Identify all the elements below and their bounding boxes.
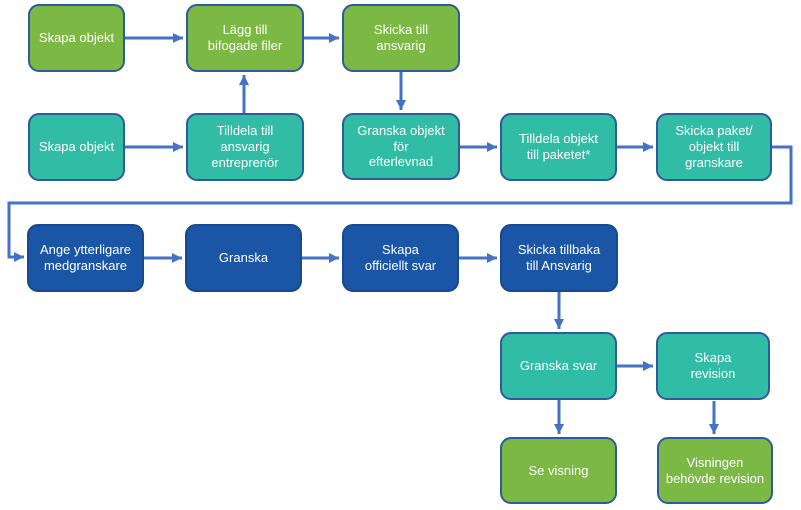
node-tilldela-till-ansvarig-entreprenor: Tilldela till ansvarig entreprenör — [186, 113, 304, 181]
node-granska: Granska — [185, 224, 302, 292]
node-skicka-tillbaka-till-ansvarig: Skicka tillbaka till Ansvarig — [500, 224, 618, 292]
node-skapa-objekt-1: Skapa objekt — [28, 4, 125, 72]
node-skapa-officiellt-svar: Skapa officiellt svar — [342, 224, 459, 292]
node-lagg-till-bifogade-filer: Lägg till bifogade filer — [186, 4, 304, 72]
node-tilldela-objekt-till-paketet: Tilldela objekt till paketet* — [500, 113, 617, 181]
node-ange-ytterligare-medgranskare: Ange ytterligare medgranskare — [27, 224, 144, 292]
node-granska-svar: Granska svar — [500, 332, 617, 400]
node-skicka-till-ansvarig: Skicka till ansvarig — [342, 4, 460, 72]
arrow-skickapaket-to-ange-wraparound — [7, 145, 793, 262]
node-se-visning: Se visning — [500, 437, 617, 504]
node-skapa-revision: Skapa revision — [656, 332, 770, 400]
node-visningen-behovde-revision: Visningen behövde revision — [657, 437, 773, 504]
node-skicka-paket-objekt-till-granskare: Skicka paket/ objekt till granskare — [656, 113, 772, 181]
node-granska-objekt-for-efterlevnad: Granska objekt för efterlevnad — [342, 113, 460, 180]
node-skapa-objekt-2: Skapa objekt — [28, 113, 125, 181]
